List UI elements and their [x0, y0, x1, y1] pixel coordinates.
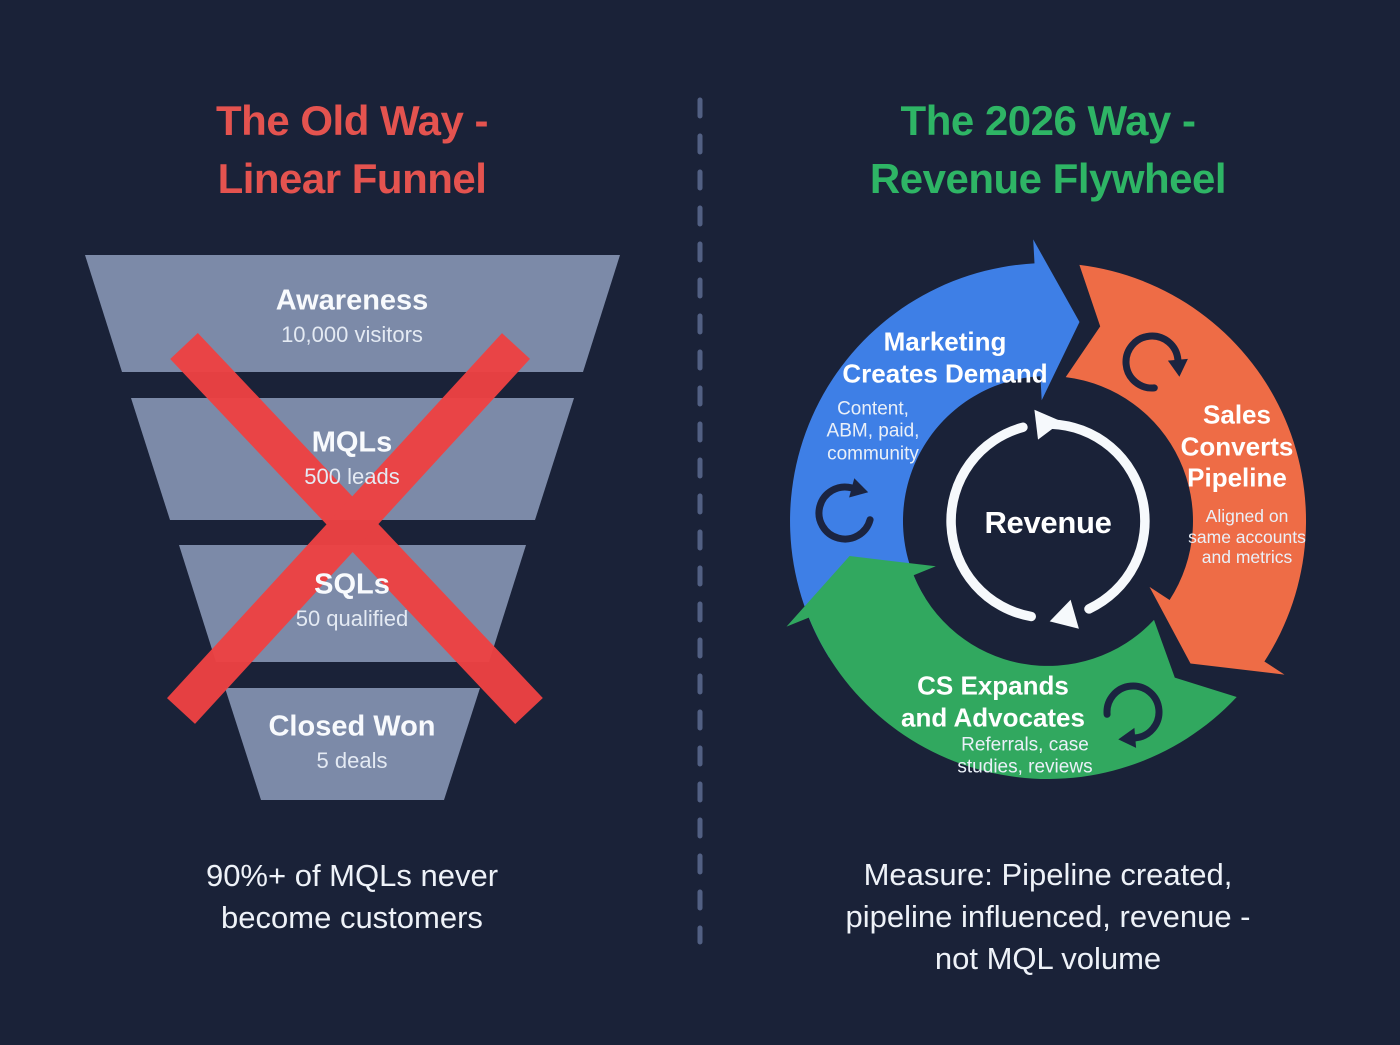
- revenue-loop-arc: [1046, 419, 1150, 614]
- funnel-stage-closedwon-label: Closed Won: [268, 710, 436, 743]
- funnel-stage-awareness-shape: [85, 255, 620, 372]
- cycle-arrow-arc: [1122, 332, 1182, 392]
- cycle-arrow-icon-sales: [1122, 332, 1188, 392]
- segment-sales-sublabel: Aligned on same accounts and metrics: [1188, 506, 1306, 568]
- segment-cs-label: CS Expands and Advocates: [901, 670, 1085, 732]
- revenue-flywheel: [786, 239, 1307, 780]
- cycle-arrow-head: [1118, 727, 1137, 748]
- revenue-loop-arc: [946, 422, 1036, 622]
- segment-cs-sublabel: Referrals, case studies, reviews: [957, 734, 1093, 778]
- cycle-arrow-head: [1167, 358, 1188, 377]
- funnel-stage-sqls-value: 50 qualified: [295, 606, 409, 632]
- cycle-arrow-icon-cs: [1103, 682, 1163, 748]
- revenue-loop-arrowhead: [1049, 599, 1079, 629]
- funnel-stage-closedwon-shape: [225, 688, 480, 800]
- segment-marketing-sublabel: Content, ABM, paid, community: [826, 398, 920, 465]
- right-panel-caption: Measure: Pipeline created, pipeline infl…: [845, 856, 1251, 977]
- cycle-arrow-arc: [1103, 682, 1163, 742]
- red-cross-icon: [167, 332, 543, 725]
- flywheel-center-label: Revenue: [984, 505, 1112, 541]
- red-cross-stroke-2: [167, 333, 530, 724]
- funnel-stage-mqls-value: 500 leads: [304, 464, 400, 490]
- revenue-loop-arrowhead: [1034, 409, 1062, 440]
- revenue-loop-icon: [946, 409, 1150, 629]
- cycle-arrow-icon-marketing: [815, 478, 874, 543]
- segment-marketing-label: Marketing Creates Demand: [842, 326, 1048, 388]
- funnel-stage-sqls-label: SQLs: [314, 568, 390, 601]
- left-panel-title: The Old Way - Linear Funnel: [216, 97, 488, 202]
- flywheel-segment-cs: [786, 556, 1237, 780]
- right-panel-title: The 2026 Way - Revenue Flywheel: [869, 97, 1227, 202]
- cycle-arrow-arc: [815, 483, 874, 543]
- flywheel-segment-marketing: [790, 239, 1080, 658]
- cycle-arrow-head: [849, 478, 869, 498]
- funnel-stage-closedwon-value: 5 deals: [316, 748, 388, 774]
- funnel-stage-awareness-value: 10,000 visitors: [281, 322, 423, 348]
- left-panel-caption: 90%+ of MQLs never become customers: [205, 857, 499, 935]
- funnel-stage-awareness-label: Awareness: [275, 284, 429, 317]
- funnel-stage-mqls-label: MQLs: [311, 426, 393, 459]
- segment-sales-label: Sales Converts Pipeline: [1180, 399, 1294, 493]
